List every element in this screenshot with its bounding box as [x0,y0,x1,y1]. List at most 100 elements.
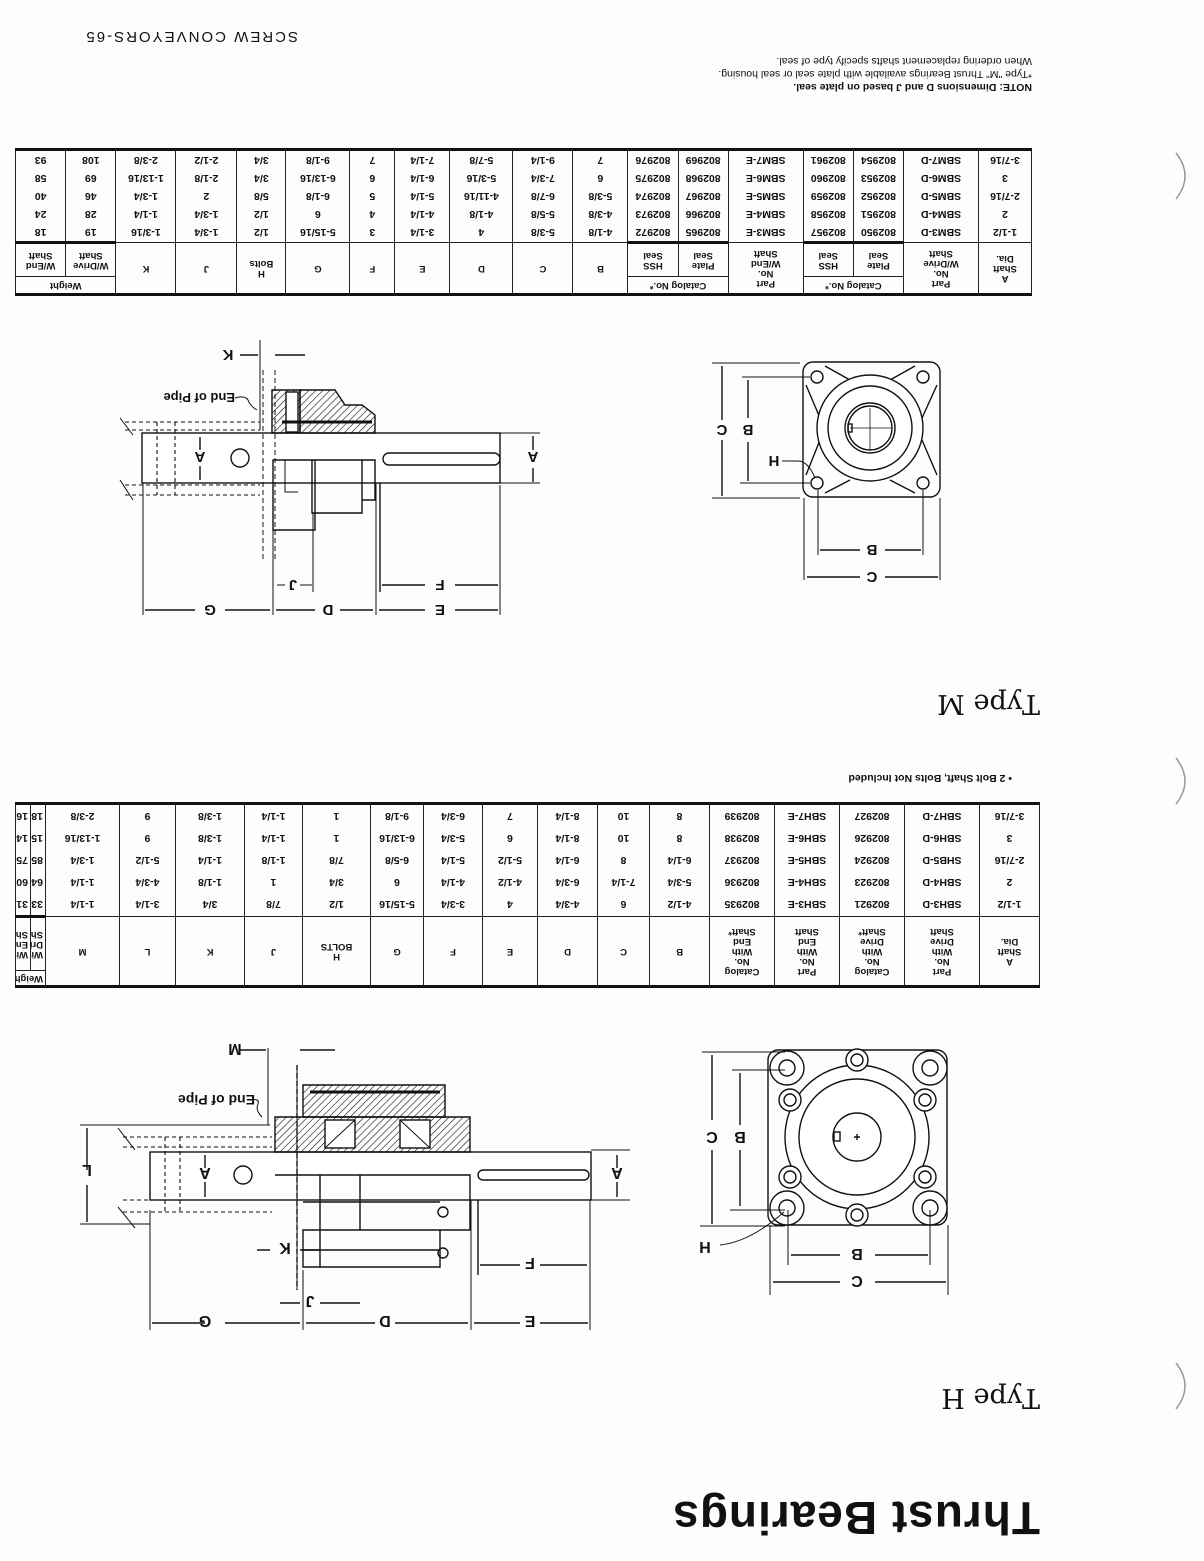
table-cell: SBH7-D [904,803,980,827]
table-cell: 1-3/4 [115,187,176,205]
column-header: J [244,916,303,987]
table-cell: 7-1/4 [597,871,650,893]
table-cell: 2 [979,871,1040,893]
table-cell: 802957 [803,223,854,243]
table-cell: SBH3-D [904,893,980,917]
column-header: Catalog No. With Drive Shaft* [839,916,905,987]
column-header: B [649,916,710,987]
table-cell: 5-1/4 [394,187,450,205]
table-cell: 4-1/2 [482,871,538,893]
column-header: E [482,916,538,987]
dim-label-e: E [435,601,445,618]
table-cell: 7 [482,803,538,827]
type-m-notes: NOTE: Dimensions D and J based on plate … [718,54,1032,93]
table-cell: 28 [65,205,116,223]
table-cell: 64 [30,871,46,893]
table-cell: 802960 [803,169,854,187]
table-cell: SBM5-E [728,187,804,205]
table-cell: 4-11/16 [449,187,513,205]
table-cell: 155 [30,827,46,849]
table-cell: 5-3/16 [449,169,513,187]
dim-label-a-pipe: A [199,1164,211,1181]
table-cell: 8 [649,827,710,849]
column-header: Plate Seal [678,242,729,277]
table-cell: 7/8 [302,849,371,871]
table-cell: 58 [15,169,66,187]
type-h-heading: Type H [941,1382,1040,1413]
table-cell: SBM3-E [728,223,804,243]
table-cell: 3/4 [236,149,286,169]
column-header: HSS Seal [627,242,679,277]
column-header: W/Drive Shaft [65,242,116,277]
note-type-m-seal: *Type "M" Thrust Bearings available with… [718,68,1032,80]
table-cell: 5-3/4 [649,871,710,893]
column-header: Catalog No.* [627,276,729,295]
type-m-heading: Type M [937,688,1040,719]
table-cell: 802974 [627,187,679,205]
table-cell: 5-5/8 [512,205,573,223]
end-of-pipe-label: End of Pipe [164,390,236,405]
table-cell: 4-3/8 [572,205,628,223]
table-cell: 802953 [853,169,904,187]
column-header: H Bolts [236,242,286,295]
table-cell: 4 [349,205,395,223]
table-cell: 6-13/16 [370,827,424,849]
table-cell: 3-7/16 [978,149,1032,169]
column-header: W/End Shaft [15,242,66,277]
table-cell: 19 [65,223,116,243]
table-cell: 145 [15,827,31,849]
table-cell: 802976 [627,149,679,169]
table-cell: 3/4 [236,169,286,187]
table-cell: 6 [349,169,395,187]
table-cell: 1-1/4 [45,893,120,917]
table-cell: 6-7/8 [512,187,573,205]
table-cell: SBM7-E [728,149,804,169]
table-cell: 6-3/4 [537,871,598,893]
note-dimensions: NOTE: Dimensions D and J based on plate … [718,80,1032,93]
table-cell: 8 [597,849,650,871]
table-cell: 7/8 [244,893,303,917]
column-header: K [175,916,245,987]
table-cell: 2 [175,187,237,205]
table-cell: SBM5-D [903,187,979,205]
column-header: D [449,242,513,295]
table-cell: 802965 [678,223,729,243]
dim-label-f: F [435,576,444,593]
table-cell: 1-1/4 [45,871,120,893]
table-cell: 4 [449,223,513,243]
column-header: Part No. With Drive Shaft [904,916,980,987]
table-cell: 5-1/4 [423,849,483,871]
table-cell: 1-3/4 [45,849,120,871]
table-cell: 5-7/8 [449,149,513,169]
table-cell: 6 [370,871,424,893]
table-cell: 7-3/4 [512,169,573,187]
dim-label-h: H [699,1238,711,1255]
table-cell: 7 [572,149,628,169]
table-cell: 4-1/8 [572,223,628,243]
table-cell: 9 [119,803,176,827]
dim-label-a-pipe: A [194,448,205,465]
column-header: HSS Seal [803,242,854,277]
table-cell: 802951 [853,205,904,223]
table-cell: 5-3/4 [423,827,483,849]
dim-label-c-horizontal: C [851,1272,863,1289]
column-header: Part No. W/End Shaft [728,242,804,295]
table-cell: 7-1/4 [394,149,450,169]
table-cell: 18 [15,223,66,243]
table-cell: 4-1/4 [394,205,450,223]
table-cell: 802973 [627,205,679,223]
table-cell: 1-3/16 [115,223,176,243]
table-cell: SHB5-D [904,849,980,871]
table-cell: 6-1/8 [285,187,350,205]
note-label: NOTE: [999,81,1032,93]
column-header: M [45,916,120,987]
table-cell: SBH3-E [774,893,840,917]
table-cell: 802968 [678,169,729,187]
table-cell: 4 [482,893,538,917]
column-header: Part No. W/Drive Shaft [903,242,979,295]
